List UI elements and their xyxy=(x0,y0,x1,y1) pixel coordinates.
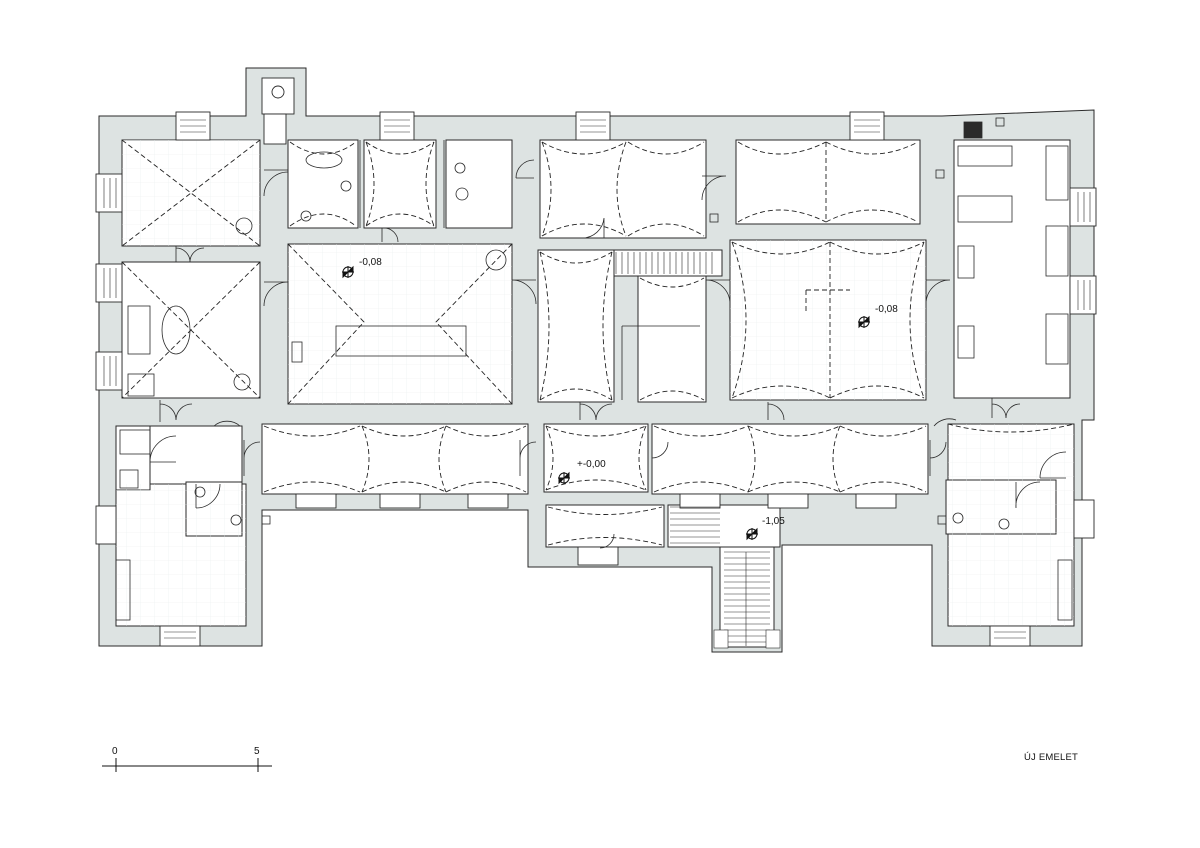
corridor-west xyxy=(261,423,529,495)
level-marker-3 xyxy=(558,471,570,485)
level-label-3: +-0,00 xyxy=(577,459,606,470)
vault-lines xyxy=(121,139,1075,546)
plan-title: ÚJ EMELET xyxy=(1024,752,1079,763)
corridor-east xyxy=(651,423,929,495)
doors xyxy=(149,159,1067,549)
tower xyxy=(261,77,295,145)
scale-start-label: 0 xyxy=(112,746,118,757)
stairs xyxy=(615,252,781,649)
level-label-2: -0,08 xyxy=(875,304,898,315)
level-marker-4 xyxy=(746,527,758,541)
scale-bar xyxy=(102,758,272,772)
level-label-1: -0,08 xyxy=(359,257,382,268)
scale-end-label: 5 xyxy=(254,746,260,757)
level-marker-2 xyxy=(858,315,870,329)
fixtures xyxy=(115,117,1073,621)
level-markers xyxy=(342,265,870,541)
level-label-4: -1,05 xyxy=(762,516,785,527)
room-ne xyxy=(953,139,1071,399)
level-marker-1 xyxy=(342,265,354,279)
